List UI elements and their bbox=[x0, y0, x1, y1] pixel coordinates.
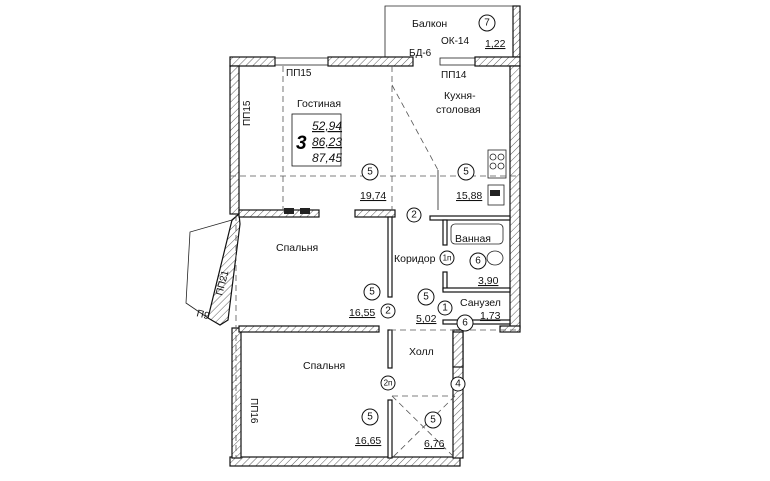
room-area: 6,76 bbox=[424, 438, 445, 450]
room-area: 5,02 bbox=[416, 313, 437, 325]
door-marker: 4 bbox=[455, 379, 461, 390]
wall-label-p9: П9 bbox=[195, 308, 211, 322]
room-name: Санузел bbox=[460, 297, 501, 309]
total-area: 86,23 bbox=[312, 135, 342, 149]
room-marker: 5 bbox=[423, 292, 429, 303]
room-marker: 5 bbox=[463, 167, 469, 178]
room-area: 3,90 bbox=[478, 275, 499, 287]
wall-label-pp15-left: ПП15 bbox=[242, 100, 253, 126]
room-name-line2: столовая bbox=[436, 104, 481, 116]
room-marker: 5 bbox=[367, 412, 373, 423]
room-marker: 5 bbox=[367, 167, 373, 178]
wall-label-ok14: ОК-14 bbox=[441, 36, 469, 47]
room-name: Холл bbox=[409, 346, 434, 358]
room-balcony: Балкон 7 1,22 bbox=[412, 14, 506, 50]
room-name: Балкон bbox=[412, 18, 447, 30]
room-marker: 6 bbox=[462, 318, 468, 329]
wall-label-pp15-top: ПП15 bbox=[286, 68, 312, 79]
room-area: 1,73 bbox=[480, 310, 501, 322]
door-marker: 1п bbox=[443, 254, 452, 263]
room-name: Ванная bbox=[455, 233, 491, 245]
living-area: 52,94 bbox=[312, 119, 342, 133]
room-marker: 7 bbox=[484, 18, 490, 29]
room-kitchen: Кухня- столовая 5 15,88 bbox=[436, 90, 482, 202]
wall-label-bd6: БД-6 bbox=[409, 48, 432, 59]
room-name: Спальня bbox=[276, 242, 318, 254]
door-markers: 2 2 1п 1 2п 4 bbox=[380, 207, 466, 392]
room-toilet: Санузел 6 1,73 bbox=[456, 297, 501, 332]
room-area: 19,74 bbox=[360, 190, 386, 202]
room-area: 1,22 bbox=[485, 38, 506, 50]
room-living: Гостиная 5 19,74 bbox=[297, 98, 386, 202]
wall-label-pp16: ПП16 bbox=[248, 398, 259, 424]
room-area: 16,55 bbox=[349, 307, 375, 319]
door-marker: 2 bbox=[385, 306, 391, 317]
room-marker: 5 bbox=[369, 287, 375, 298]
total-area-with-balcony: 87,45 bbox=[312, 151, 342, 165]
door-marker: 2п bbox=[384, 379, 393, 388]
room-name: Коридор bbox=[394, 253, 436, 265]
rooms-count: 3 bbox=[296, 133, 307, 154]
room-bathroom: Ванная 6 3,90 bbox=[455, 233, 499, 287]
fixtures bbox=[284, 149, 507, 266]
inner-walls bbox=[238, 209, 521, 459]
room-marker: 6 bbox=[475, 256, 481, 267]
room-area: 16,65 bbox=[355, 435, 381, 447]
room-name: Спальня bbox=[303, 360, 345, 372]
room-area: 15,88 bbox=[456, 190, 482, 202]
door-marker: 1 bbox=[442, 303, 448, 314]
room-hall: Холл 5 6,76 bbox=[409, 346, 445, 450]
apartment-summary: 3 52,94 86,23 87,45 bbox=[291, 113, 342, 167]
room-bedroom-2: Спальня 5 16,65 bbox=[303, 360, 381, 447]
room-name-line1: Кухня- bbox=[444, 90, 476, 102]
room-name: Гостиная bbox=[297, 98, 341, 110]
room-corridor: Коридор 5 5,02 bbox=[394, 253, 437, 325]
room-bedroom-1: Спальня 5 16,55 bbox=[276, 242, 381, 319]
wall-label-pp14: ПП14 bbox=[441, 70, 467, 81]
door-marker: 2 bbox=[411, 210, 417, 221]
room-marker: 5 bbox=[430, 415, 436, 426]
